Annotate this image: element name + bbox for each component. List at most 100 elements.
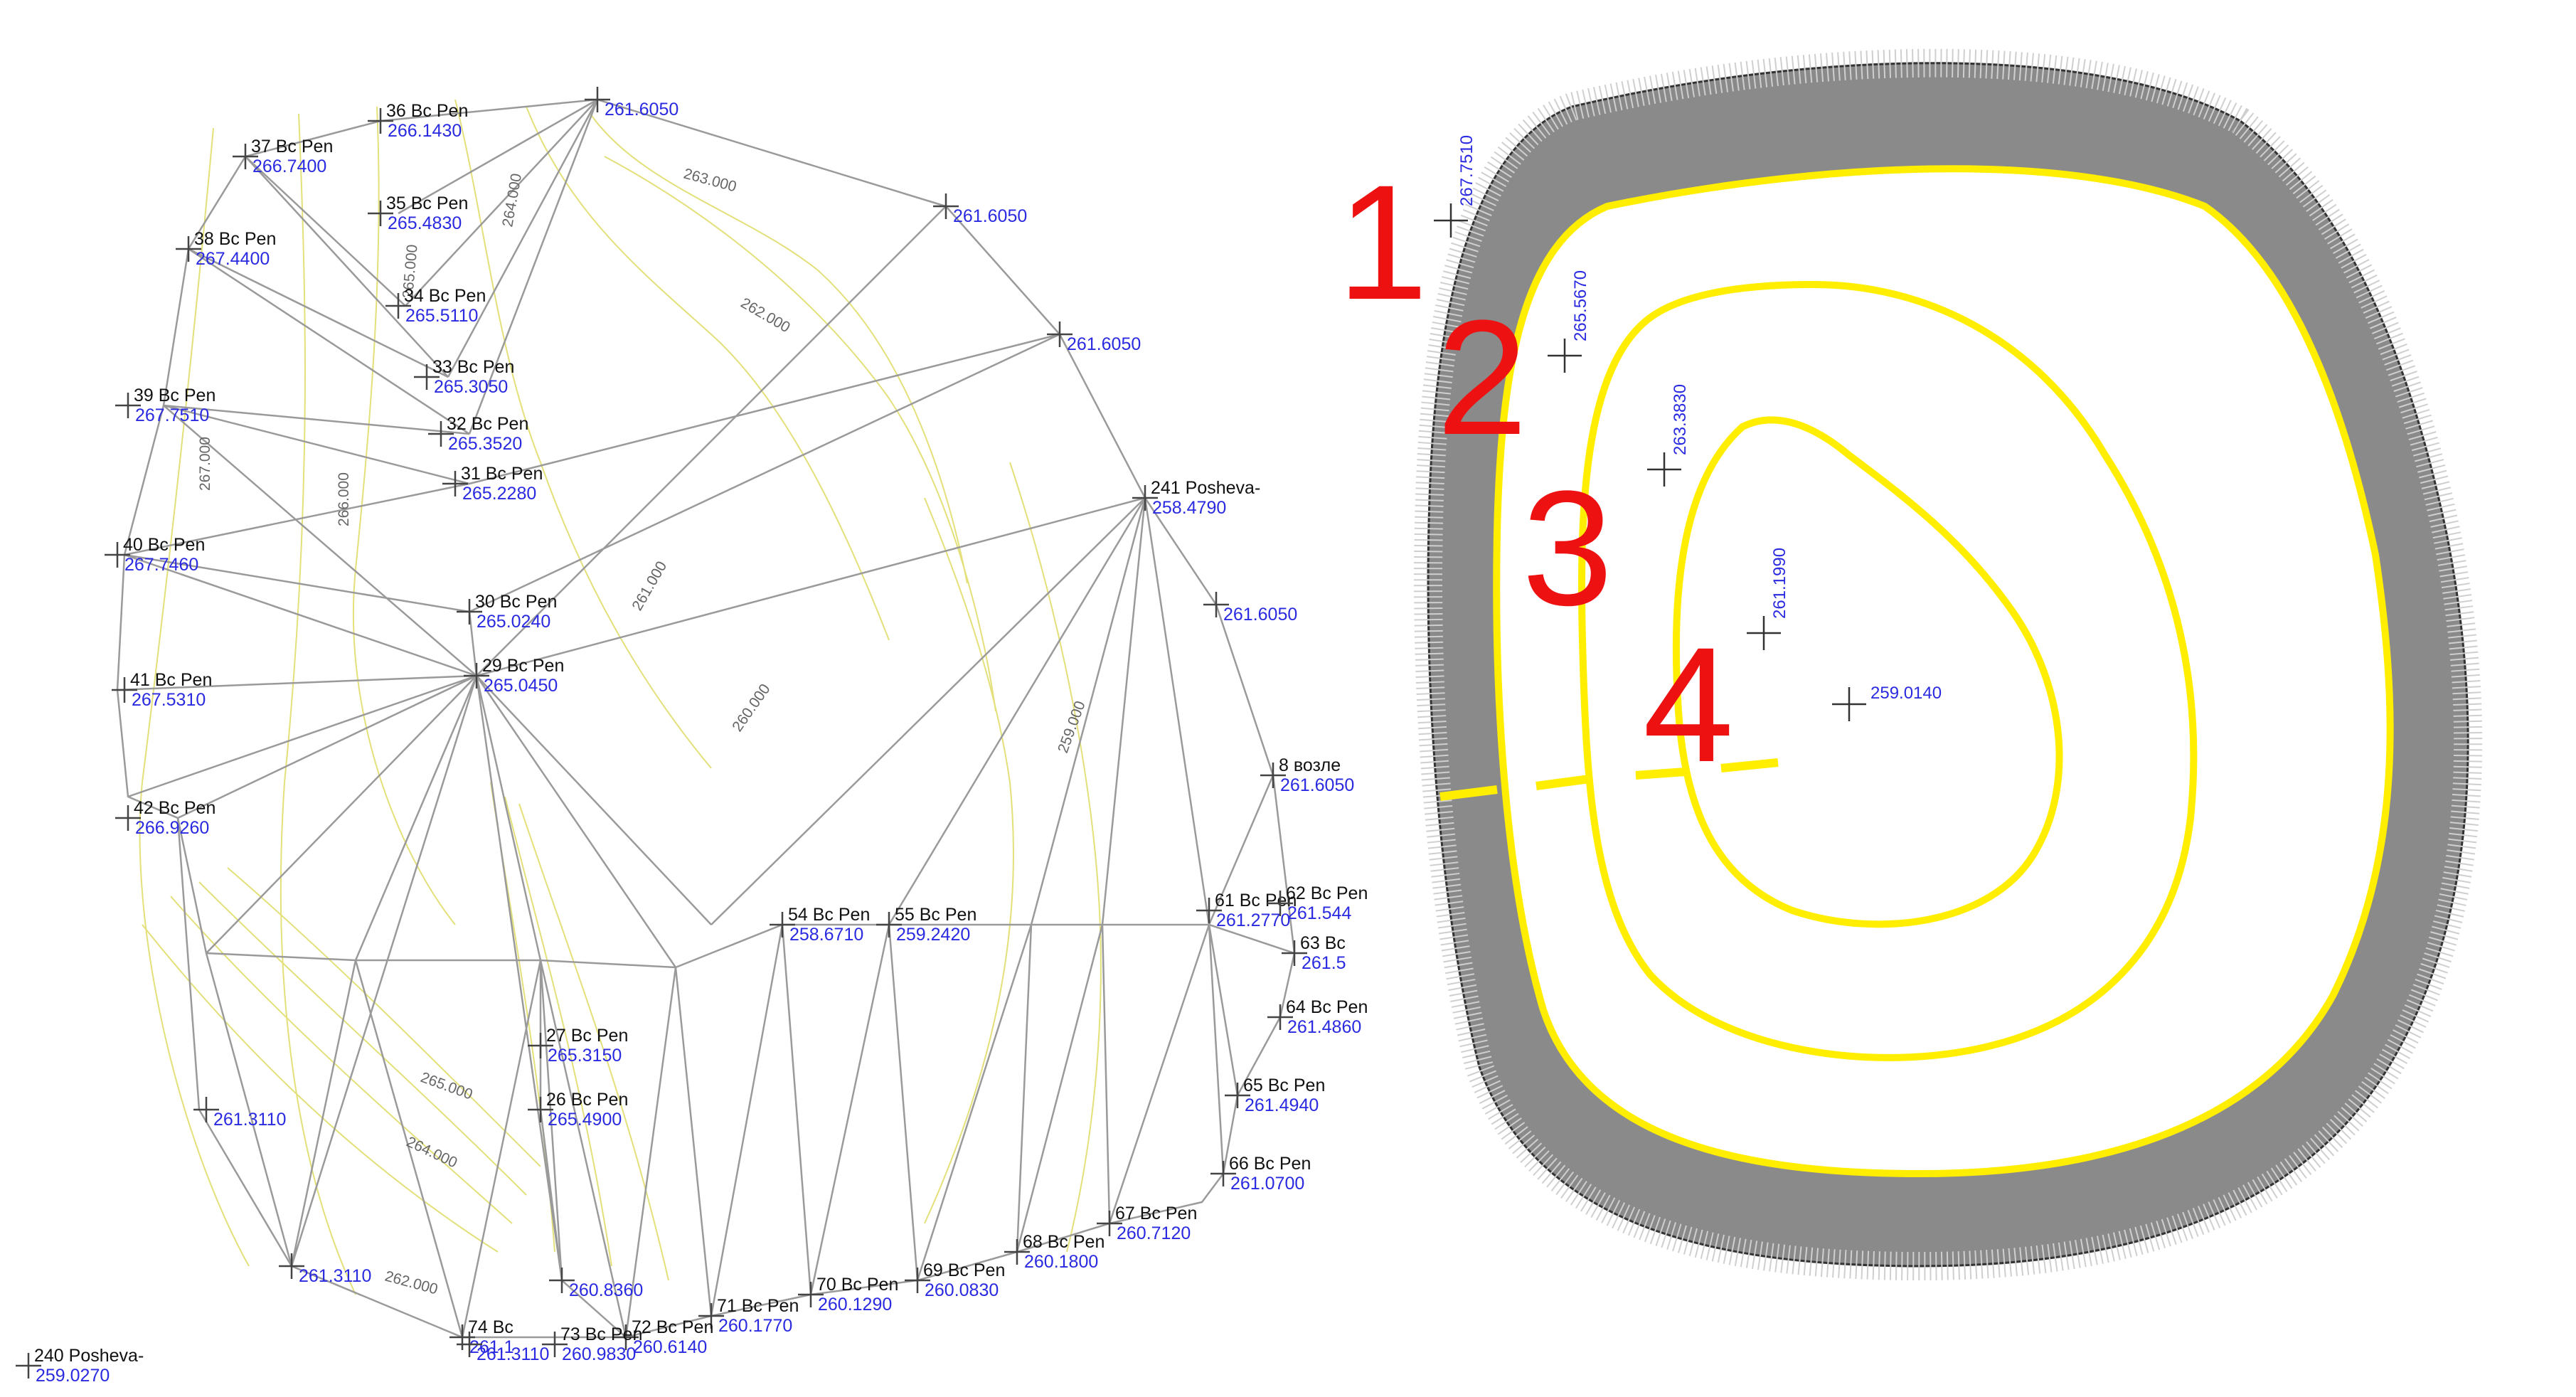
slope-ring-inner xyxy=(1493,165,2394,1178)
zone-point-elevation: 259.0140 xyxy=(1870,684,1942,703)
point-elevation: 260.7120 xyxy=(1117,1223,1191,1243)
point-elevation: 261.4860 xyxy=(1287,1017,1361,1037)
point-elevation: 265.0240 xyxy=(477,612,550,632)
contour-label: 266.000 xyxy=(336,472,352,526)
zone-number: 3 xyxy=(1522,457,1613,639)
point-name: 31 Bc Pen xyxy=(461,464,543,484)
point-elevation: 265.4900 xyxy=(548,1110,622,1130)
point-name: 32 Bc Pen xyxy=(447,414,528,434)
contour-label: 264.000 xyxy=(404,1134,460,1172)
contour-label: 267.000 xyxy=(197,437,213,491)
point-elevation: 260.0830 xyxy=(925,1280,999,1300)
survey-point: 260.8360 xyxy=(549,1268,643,1300)
zone-contours xyxy=(1577,280,2198,1061)
point-elevation: 265.3150 xyxy=(548,1046,622,1066)
contour-line xyxy=(280,113,356,1295)
point-name: 74 Bc xyxy=(468,1317,513,1337)
point-elevation: 261.3110 xyxy=(299,1266,371,1286)
zone-dash xyxy=(1439,785,1498,801)
zone-number: 2 xyxy=(1437,286,1528,469)
zone-dash xyxy=(1720,758,1779,772)
contour-label: 260.000 xyxy=(729,681,773,734)
point-elevation: 260.1290 xyxy=(818,1295,892,1314)
survey-point: 240 Posheva-259.0270 xyxy=(16,1346,144,1386)
point-elevation: 267.5310 xyxy=(132,690,206,710)
contour-line xyxy=(604,156,996,712)
contour-line xyxy=(1672,416,2063,928)
point-name: 62 Bc Pen xyxy=(1286,883,1368,903)
point-elevation: 260.1800 xyxy=(1024,1252,1098,1272)
point-elevation: 261.544 xyxy=(1287,903,1351,923)
point-name: 38 Bc Pen xyxy=(194,229,276,249)
point-elevation: 261.6050 xyxy=(605,100,678,119)
point-name: 70 Bc Pen xyxy=(816,1275,898,1295)
contour-line xyxy=(590,113,968,584)
point-name: 29 Bc Pen xyxy=(482,656,564,676)
contour-line xyxy=(170,896,513,1224)
survey-point: 261.6050 xyxy=(933,193,1027,226)
slope-ring xyxy=(1414,48,2483,1281)
contour-line xyxy=(1009,462,1102,1253)
zone-drawing: 267.7510265.5670263.3830261.1990259.0140… xyxy=(1337,48,2483,1281)
point-elevation: 261.6050 xyxy=(1280,775,1354,795)
zone-point-elevation: 267.7510 xyxy=(1457,135,1476,206)
point-elevation: 265.2280 xyxy=(462,484,536,504)
point-name: 40 Bc Pen xyxy=(123,535,205,555)
point-elevation: 261.6050 xyxy=(1067,334,1141,354)
point-elevation: 260.1770 xyxy=(718,1316,792,1336)
point-name: 36 Bc Pen xyxy=(386,101,468,121)
point-name: 54 Bc Pen xyxy=(788,905,870,925)
survey-point: 241 Posheva-258.4790 xyxy=(1132,478,1260,518)
zone-dash xyxy=(1536,775,1590,790)
point-name: 240 Posheva- xyxy=(34,1346,144,1366)
zone-point-elevation: 261.1990 xyxy=(1770,548,1789,619)
point-name: 34 Bc Pen xyxy=(404,286,486,306)
zone-point: 259.0140 xyxy=(1832,684,1942,721)
point-elevation: 265.3520 xyxy=(448,434,522,454)
point-elevation: 261.1 xyxy=(469,1337,514,1357)
point-name: 72 Bc Pen xyxy=(632,1317,713,1337)
point-name: 30 Bc Pen xyxy=(475,592,557,612)
survey-point: 261.3110 xyxy=(279,1253,371,1286)
contour-line xyxy=(454,99,712,769)
point-name: 73 Bc Pen xyxy=(560,1324,642,1344)
point-elevation: 266.9260 xyxy=(135,818,209,838)
point-name: 26 Bc Pen xyxy=(546,1090,628,1110)
point-name: 67 Bc Pen xyxy=(1115,1204,1197,1223)
point-name: 42 Bc Pen xyxy=(134,798,215,818)
point-elevation: 267.7510 xyxy=(135,405,209,425)
point-elevation: 261.6050 xyxy=(1223,605,1297,625)
zone-point: 261.1990 xyxy=(1747,548,1789,650)
contour-line xyxy=(227,867,541,1167)
point-name: 37 Bc Pen xyxy=(251,137,333,156)
contour-line xyxy=(504,796,612,1267)
zone-dash xyxy=(1635,767,1686,780)
survey-point: 261.3110 xyxy=(193,1097,286,1130)
point-elevation: 265.5110 xyxy=(405,306,478,326)
point-elevation: 261.3110 xyxy=(213,1110,286,1130)
point-elevation: 265.4830 xyxy=(388,213,462,233)
